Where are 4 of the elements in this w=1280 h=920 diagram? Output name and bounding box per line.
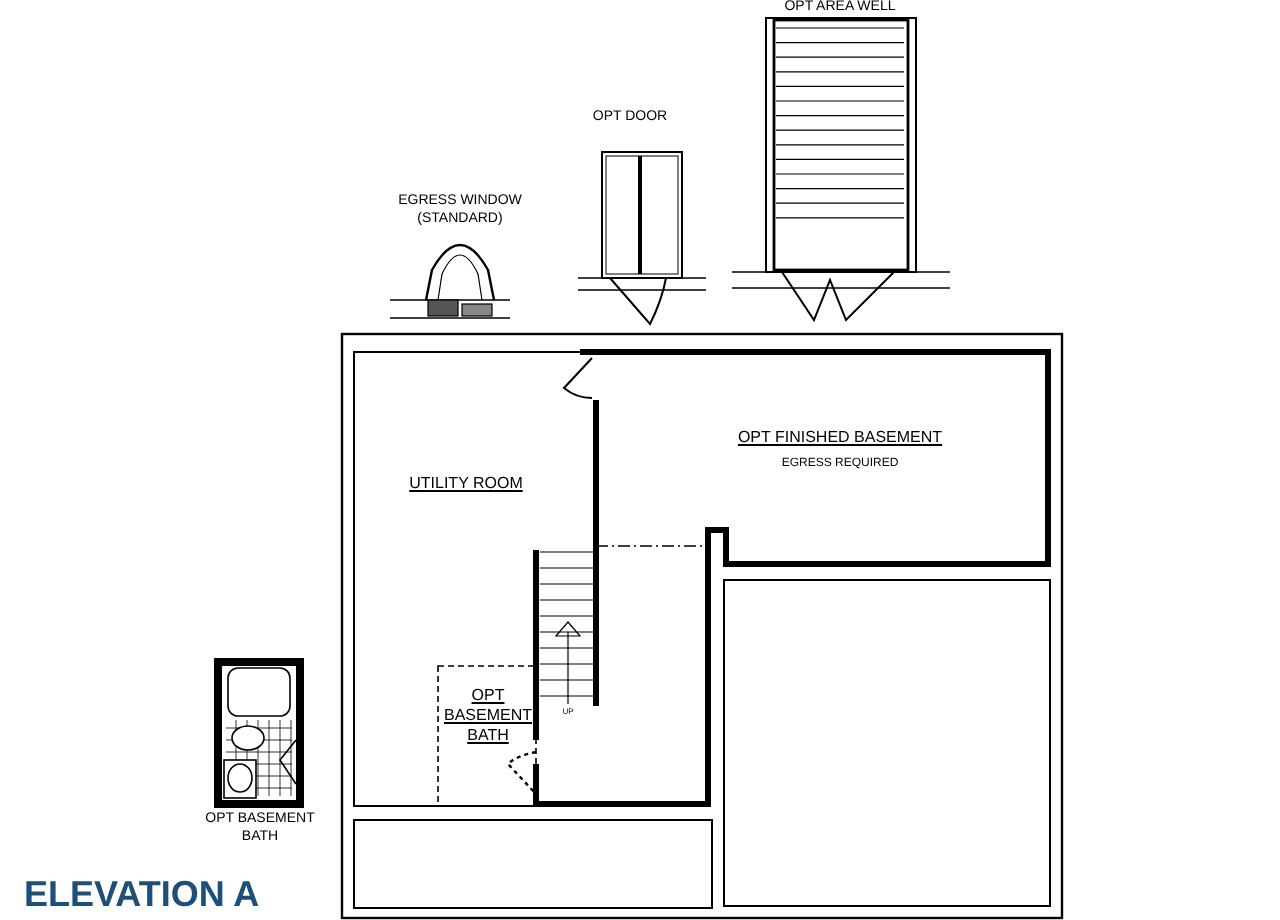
room-label: OPT BASEMENT BATH xyxy=(442,686,534,746)
room-label: OPT FINISHED BASEMENT xyxy=(735,428,945,448)
room-label: UTILITY ROOM xyxy=(407,474,525,494)
elevation-title: ELEVATION A xyxy=(24,876,260,912)
